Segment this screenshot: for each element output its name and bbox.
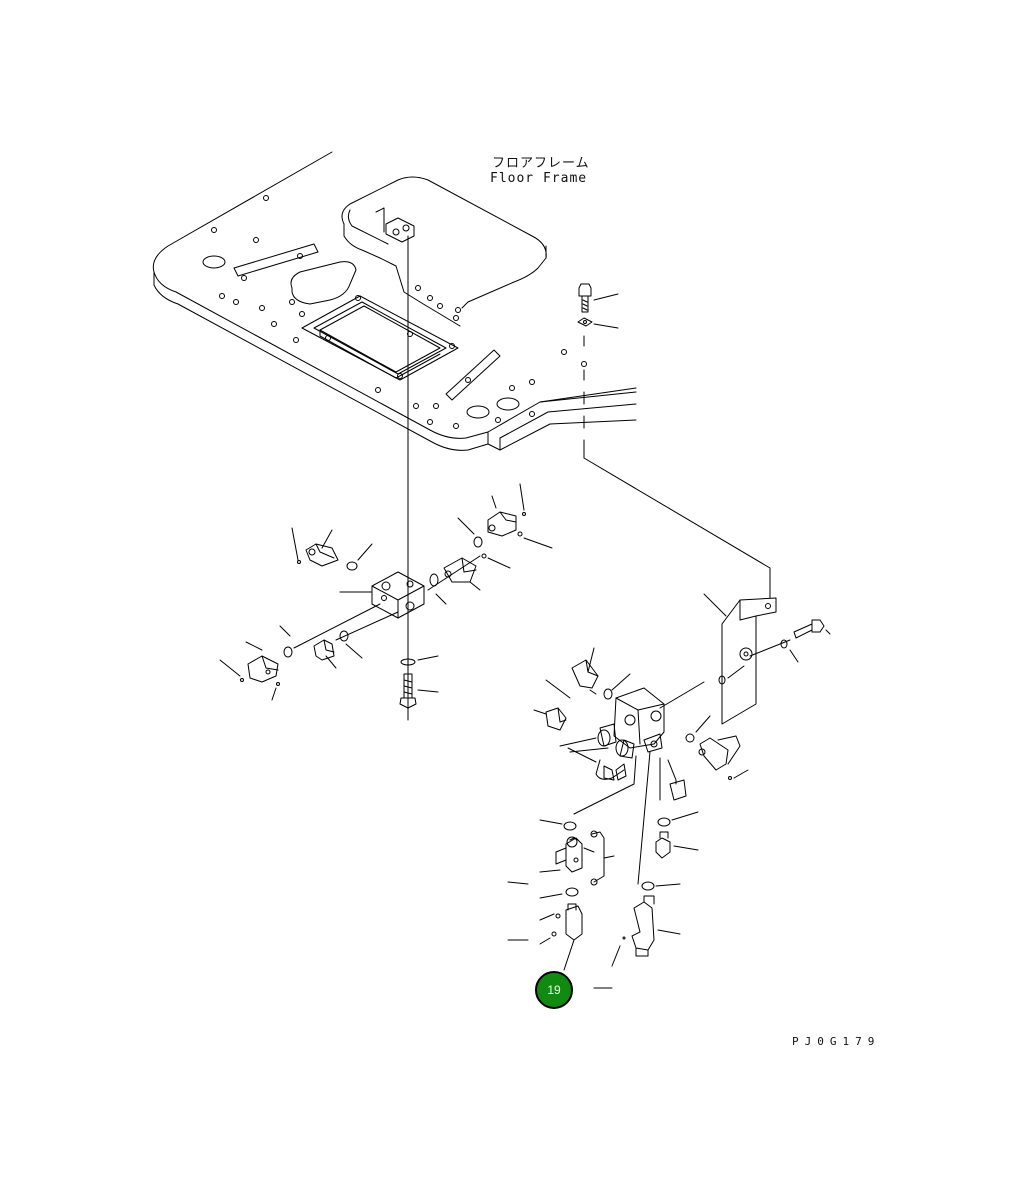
valve-assembly <box>533 647 749 885</box>
mounting-bracket <box>703 593 831 725</box>
pressure-switches <box>507 811 699 989</box>
bolt-upper-right <box>577 283 619 367</box>
floor-frame-title-jp: フロアフレーム <box>492 156 590 171</box>
floor-frame-plate <box>152 151 637 451</box>
reference-lines <box>407 235 771 721</box>
callout-number: 19 <box>547 983 561 997</box>
junction-block-assembly <box>219 483 553 709</box>
floor-frame-title-en: Floor Frame <box>490 171 588 186</box>
drawing-code: PJ0G179 <box>792 1035 881 1048</box>
part-callout-19[interactable]: 19 <box>535 971 573 1009</box>
